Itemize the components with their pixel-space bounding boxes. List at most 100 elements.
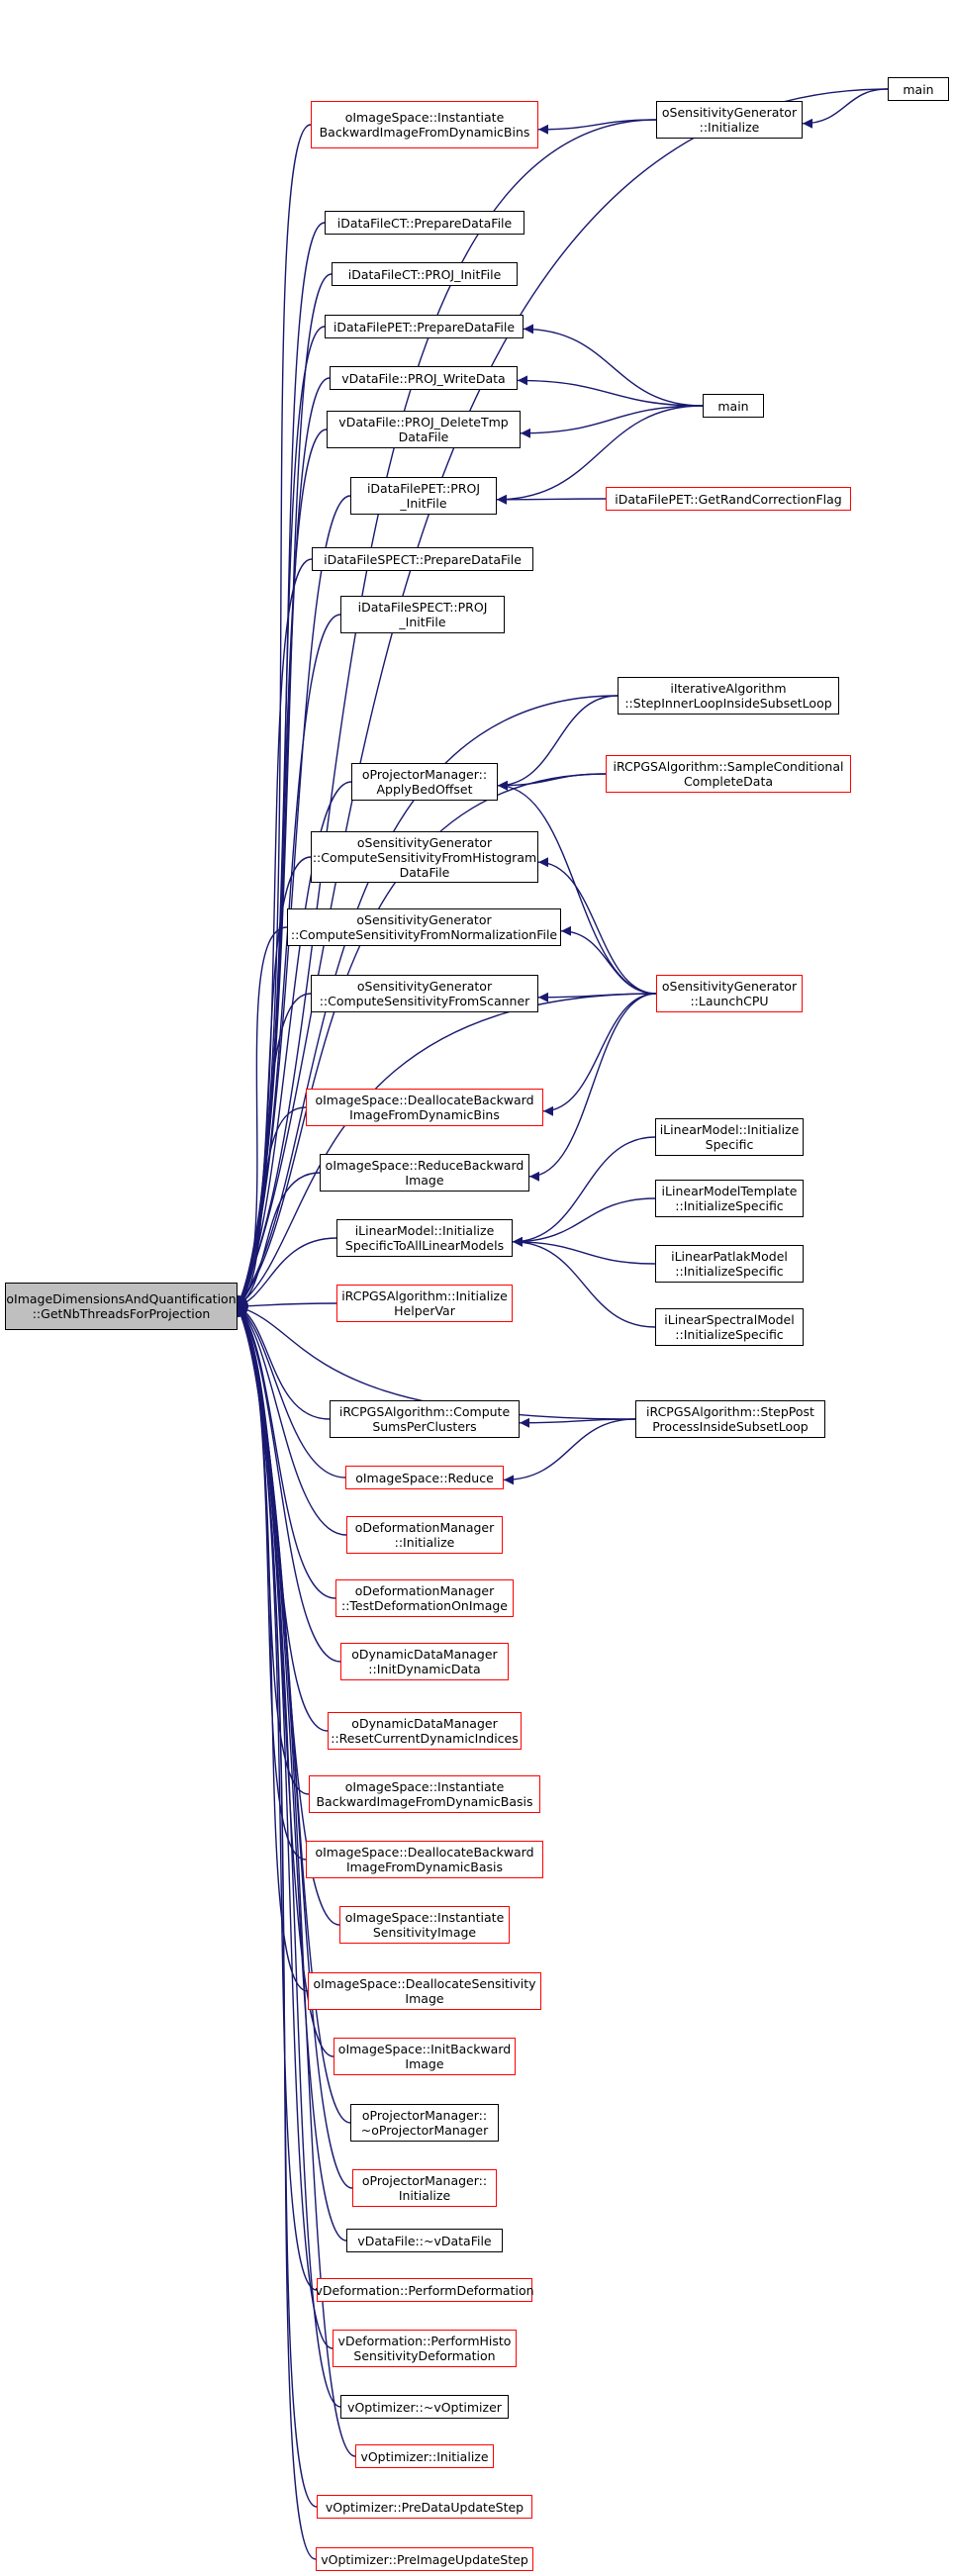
node-inst-sens[interactable]: oImageSpace::Instantiate SensitivityImag… xyxy=(339,1906,510,1944)
node-reduce-bwd[interactable]: oImageSpace::ReduceBackward Image xyxy=(320,1154,529,1192)
node-root: oImageDimensionsAndQuantification ::GetN… xyxy=(5,1283,238,1330)
node-label: oImageSpace::Reduce xyxy=(355,1470,494,1485)
node-proj-dtor[interactable]: oProjectorManager:: ~oProjectorManager xyxy=(350,2104,499,2142)
node-label: oImageSpace::DeallocateBackward ImageFro… xyxy=(315,1845,534,1874)
node-iter-step-inner[interactable]: iIterativeAlgorithm ::StepInnerLoopInsid… xyxy=(618,677,839,715)
node-pet-proj-init[interactable]: iDataFilePET::PROJ _InitFile xyxy=(350,477,497,515)
node-lin-patlak-init[interactable]: iLinearPatlakModel ::InitializeSpecific xyxy=(655,1245,804,1283)
node-label: oImageSpace::Instantiate SensitivityImag… xyxy=(344,1910,505,1940)
edge-vopt-dtor-to-root xyxy=(237,1305,341,2408)
node-label: iDataFilePET::GetRandCorrectionFlag xyxy=(615,491,842,507)
node-vdef-histo[interactable]: vDeformation::PerformHisto SensitivityDe… xyxy=(333,2330,517,2367)
edge-lin-init-all-to-root xyxy=(237,1237,337,1308)
node-sens-from-hist[interactable]: oSensitivityGenerator ::ComputeSensitivi… xyxy=(311,831,538,883)
node-init-bwd[interactable]: oImageSpace::InitBackward Image xyxy=(334,2038,516,2075)
node-lin-spectral-init[interactable]: iLinearSpectralModel ::InitializeSpecifi… xyxy=(655,1308,804,1346)
node-vdf-dtor[interactable]: vDataFile::~vDataFile xyxy=(346,2229,503,2252)
node-label: oDynamicDataManager ::ResetCurrentDynami… xyxy=(331,1716,519,1746)
edge-sens-launch-cpu-to-root xyxy=(237,993,657,1307)
node-label: oImageSpace::DeallocateSensitivity Image xyxy=(313,1976,536,2006)
node-rcpgs-compute-sums[interactable]: iRCPGSAlgorithm::Compute SumsPerClusters xyxy=(330,1400,520,1438)
node-proj-init[interactable]: oProjectorManager:: Initialize xyxy=(352,2169,497,2207)
node-vopt-pre-image[interactable]: vOptimizer::PreImageUpdateStep xyxy=(316,2547,533,2571)
edge-sens-launch-cpu-to-sens-from-norm xyxy=(560,925,657,995)
node-label: iRCPGSAlgorithm::SampleConditional Compl… xyxy=(613,759,844,789)
node-dyn-init[interactable]: oDynamicDataManager ::InitDynamicData xyxy=(340,1643,509,1680)
edge-vdf-dtor-to-root xyxy=(237,1305,347,2242)
node-ct-proj-init[interactable]: iDataFileCT::PROJ_InitFile xyxy=(332,262,518,286)
edge-main-mid-to-vdf-delete-tmp xyxy=(520,405,704,438)
node-proj-apply-bed[interactable]: oProjectorManager:: ApplyBedOffset xyxy=(351,763,498,801)
node-label: vDataFile::~vDataFile xyxy=(357,2233,492,2248)
node-rcpgs-helper[interactable]: iRCPGSAlgorithm::Initialize HelperVar xyxy=(336,1285,513,1322)
node-vopt-init[interactable]: vOptimizer::Initialize xyxy=(355,2444,494,2468)
edge-sens-from-scanner-to-root xyxy=(237,993,312,1307)
edge-def-init-to-root xyxy=(237,1305,347,1536)
node-label: oImageDimensionsAndQuantification ::GetN… xyxy=(6,1291,237,1321)
edge-sens-from-norm-to-root xyxy=(237,926,288,1307)
edge-img-reduce-to-root xyxy=(237,1305,346,1479)
node-vdef-perform[interactable]: vDeformation::PerformDeformation xyxy=(315,2278,534,2302)
node-label: iDataFilePET::PROJ _InitFile xyxy=(366,481,481,511)
node-vopt-dtor[interactable]: vOptimizer::~vOptimizer xyxy=(340,2395,509,2419)
edge-lin-init-specific-to-lin-init-all xyxy=(512,1136,656,1247)
node-label: oDeformationManager ::TestDeformationOnI… xyxy=(340,1583,508,1613)
node-pet-rand-corr[interactable]: iDataFilePET::GetRandCorrectionFlag xyxy=(606,487,851,511)
node-label: iLinearPatlakModel ::InitializeSpecific xyxy=(671,1249,788,1279)
node-label: vOptimizer::Initialize xyxy=(360,2448,489,2464)
node-pet-prepare[interactable]: iDataFilePET::PrepareDataFile xyxy=(325,315,524,338)
edge-main-mid-to-pet-proj-init xyxy=(496,405,704,505)
node-label: oImageSpace::ReduceBackward Image xyxy=(325,1158,524,1188)
node-vdf-write[interactable]: vDataFile::PROJ_WriteData xyxy=(330,366,518,390)
node-lin-init-specific[interactable]: iLinearModel::Initialize Specific xyxy=(655,1118,804,1156)
node-label: iLinearSpectralModel ::InitializeSpecifi… xyxy=(664,1312,795,1342)
node-label: iDataFilePET::PrepareDataFile xyxy=(333,319,516,334)
node-spect-prepare[interactable]: iDataFileSPECT::PrepareDataFile xyxy=(312,547,533,571)
node-label: oDeformationManager ::Initialize xyxy=(354,1520,495,1550)
node-def-init[interactable]: oDeformationManager ::Initialize xyxy=(346,1516,503,1554)
edge-rcpgs-step-post-to-rcpgs-compute-sums xyxy=(519,1417,636,1428)
node-main-top[interactable]: main xyxy=(888,77,949,101)
node-def-test[interactable]: oDeformationManager ::TestDeformationOnI… xyxy=(335,1579,514,1617)
node-ct-prepare[interactable]: iDataFileCT::PrepareDataFile xyxy=(325,211,524,235)
node-sens-gen-init[interactable]: oSensitivityGenerator ::Initialize xyxy=(656,101,803,139)
node-label: iLinearModel::Initialize SpecificToAllLi… xyxy=(344,1223,505,1253)
node-dealloc-bwd-dyn-basis[interactable]: oImageSpace::DeallocateBackward ImageFro… xyxy=(306,1841,543,1878)
node-label: oProjectorManager:: ApplyBedOffset xyxy=(361,767,488,797)
node-label: vDeformation::PerformDeformation xyxy=(315,2282,534,2298)
edge-dealloc-bwd-dyn-bins-to-root xyxy=(237,1106,307,1307)
node-sens-launch-cpu[interactable]: oSensitivityGenerator ::LaunchCPU xyxy=(656,975,803,1012)
edge-rcpgs-helper-to-root xyxy=(237,1300,337,1311)
edge-reduce-bwd-to-root xyxy=(237,1172,321,1307)
node-inst-bwd-dyn-bins[interactable]: oImageSpace::Instantiate BackwardImageFr… xyxy=(311,101,538,148)
node-sens-from-scanner[interactable]: oSensitivityGenerator ::ComputeSensitivi… xyxy=(311,975,538,1012)
edge-sens-launch-cpu-to-sens-from-hist xyxy=(537,857,657,995)
node-main-mid[interactable]: main xyxy=(703,394,764,418)
node-label: oProjectorManager:: Initialize xyxy=(361,2173,488,2203)
node-vopt-pre-data[interactable]: vOptimizer::PreDataUpdateStep xyxy=(317,2495,532,2519)
node-rcpgs-sample-cond[interactable]: iRCPGSAlgorithm::SampleConditional Compl… xyxy=(606,755,851,793)
node-inst-bwd-dyn-basis[interactable]: oImageSpace::Instantiate BackwardImageFr… xyxy=(309,1775,540,1813)
node-rcpgs-step-post[interactable]: iRCPGSAlgorithm::StepPost ProcessInsideS… xyxy=(635,1400,825,1438)
edge-lin-patlak-init-to-lin-init-all xyxy=(512,1236,656,1265)
edge-iter-step-inner-to-root xyxy=(237,695,619,1307)
node-dealloc-sens[interactable]: oImageSpace::DeallocateSensitivity Image xyxy=(308,1972,541,2010)
node-vdf-delete-tmp[interactable]: vDataFile::PROJ_DeleteTmp DataFile xyxy=(327,411,521,448)
edge-main-mid-to-pet-prepare xyxy=(523,324,704,407)
node-label: oImageSpace::Instantiate BackwardImageFr… xyxy=(319,110,530,140)
node-dealloc-bwd-dyn-bins[interactable]: oImageSpace::DeallocateBackward ImageFro… xyxy=(306,1089,543,1126)
node-label: oSensitivityGenerator ::ComputeSensitivi… xyxy=(312,834,537,880)
node-label: iDataFileSPECT::PrepareDataFile xyxy=(324,551,522,567)
edge-pet-rand-corr-to-pet-proj-init xyxy=(496,494,607,505)
node-img-reduce[interactable]: oImageSpace::Reduce xyxy=(345,1466,504,1489)
node-spect-proj-init[interactable]: iDataFileSPECT::PROJ _InitFile xyxy=(340,596,505,633)
node-label: oImageSpace::InitBackward Image xyxy=(337,2042,512,2071)
node-sens-from-norm[interactable]: oSensitivityGenerator ::ComputeSensitivi… xyxy=(287,908,561,946)
node-label: vOptimizer::~vOptimizer xyxy=(347,2399,502,2415)
edge-vopt-pre-image-to-root xyxy=(237,1305,317,2560)
node-label: iDataFileCT::PROJ_InitFile xyxy=(347,266,502,282)
node-lin-template-init[interactable]: iLinearModelTemplate ::InitializeSpecifi… xyxy=(655,1180,804,1217)
node-label: oSensitivityGenerator ::ComputeSensitivi… xyxy=(290,912,558,942)
node-lin-init-all[interactable]: iLinearModel::Initialize SpecificToAllLi… xyxy=(336,1219,513,1257)
node-dyn-reset[interactable]: oDynamicDataManager ::ResetCurrentDynami… xyxy=(328,1712,522,1750)
